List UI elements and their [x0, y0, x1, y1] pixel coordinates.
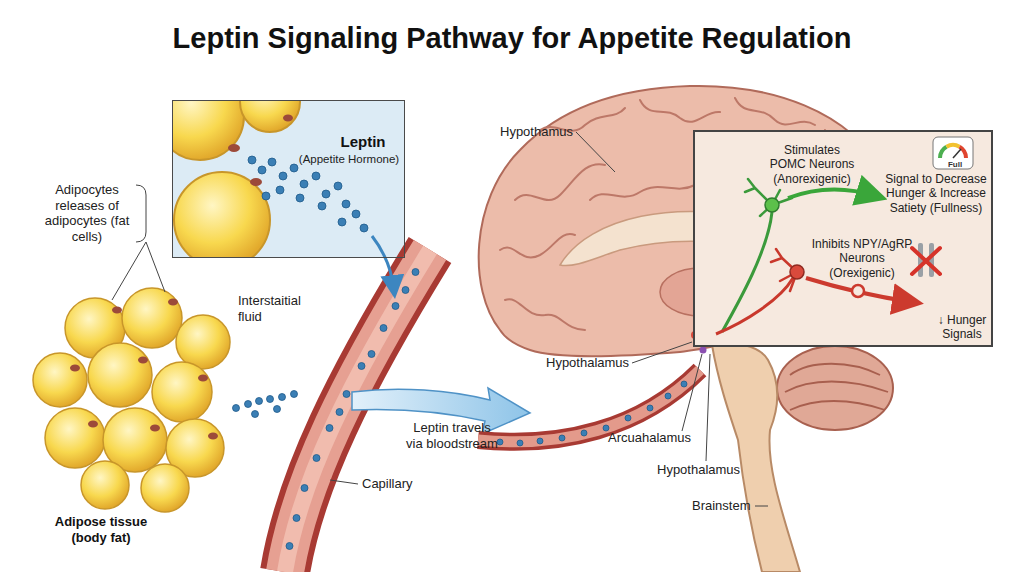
- gauge-segment: [947, 145, 960, 147]
- pomc-axon: [722, 212, 772, 332]
- diagram-title: Leptin Signaling Pathway for Appetite Re…: [0, 22, 1024, 55]
- cerebellum: [777, 346, 893, 430]
- fat-cell: [122, 288, 182, 348]
- fat-cell: [141, 464, 189, 512]
- fat-cell: [81, 461, 129, 509]
- neuron-label: Inhibits NPY/AgRP Neurons (Orexigenic): [810, 237, 914, 280]
- inset-box: Leptin (Appetite Hormone): [172, 100, 405, 258]
- part-label: Hypothamus: [500, 124, 573, 140]
- cerebellum-folds: [785, 364, 888, 410]
- pomc-neuron: [765, 198, 779, 212]
- release-arrow: [372, 236, 394, 290]
- brainstem: [712, 343, 800, 572]
- part-label: Capillary: [362, 476, 413, 492]
- effect-text: ↓ Hunger Signals: [933, 313, 991, 342]
- gauge-needle: [953, 149, 961, 158]
- flow-label: Leptin travels via bloodstream: [405, 420, 499, 451]
- part-label: Hypothalamus: [546, 355, 629, 371]
- part-label: Adipocytes releases of adipocytes (fat c…: [44, 182, 130, 244]
- hormone-note: (Appetite Hormone): [297, 153, 401, 167]
- panel-background: [693, 130, 993, 347]
- leptin-dots: [248, 156, 368, 232]
- cross-icon: [912, 248, 940, 274]
- npy-neuron: [790, 265, 804, 279]
- gauge-frame: [933, 137, 973, 169]
- gauge-label: Full: [942, 160, 968, 170]
- bracket: [112, 185, 165, 300]
- part-label: Brainstem: [692, 498, 751, 514]
- hormone-name: Leptin: [323, 133, 403, 151]
- npy-axon: [716, 278, 793, 334]
- part-label: Arcuahalamus: [608, 430, 691, 446]
- fat-cell: [45, 408, 105, 468]
- inset-panel: Stimulates POMC Neurons (Anorexigenic) Fu…: [693, 130, 993, 347]
- part-label: Hypothalamus: [657, 462, 740, 478]
- gauge-segment: [960, 147, 967, 158]
- fat-cell: [176, 315, 230, 369]
- gauge-segment: [940, 147, 947, 158]
- part-label: Interstaitial fluid: [238, 293, 318, 324]
- adipose-cluster: [33, 288, 230, 512]
- stimulate-arrow: [788, 190, 876, 199]
- effect-text: Signal to Decrease Hunger & Increase Sat…: [884, 172, 988, 215]
- fat-cell: [88, 343, 152, 407]
- part-label: Adipose tissue (body fat): [45, 514, 157, 545]
- fat-cell: [152, 362, 212, 422]
- leptin-dots: [233, 391, 298, 418]
- neuron-label: Stimulates POMC Neurons (Anorexigenic): [767, 143, 857, 186]
- cell-nucleus: [70, 299, 218, 440]
- inset-cells: [172, 100, 368, 258]
- fat-cell: [33, 353, 87, 407]
- neuron-dot: [700, 347, 707, 354]
- inhibition-circle: [852, 285, 864, 297]
- inhibit-arrow: [806, 278, 912, 302]
